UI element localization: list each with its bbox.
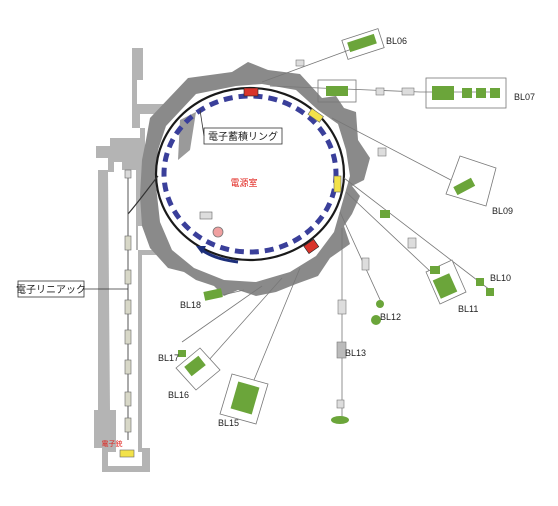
linac-label-text: 電子リニアック [16,284,86,296]
bl12-endstation [361,257,384,325]
bl16-bl17-endstations [175,347,221,391]
ring-label-text: 電子蓄積リング [208,130,278,143]
bl07-label: BL07 [514,92,535,102]
bl06-endstation [295,28,385,67]
beamline-paths [181,45,500,418]
rf-cavity-bottom [303,238,320,254]
bl07-endstation [317,77,507,109]
bl06-label: BL06 [386,36,407,46]
linac [119,169,135,458]
bl10-bl11-endstations [380,210,494,305]
electron-gun-box [119,449,135,458]
storage-ring [127,86,346,440]
bl18-label: BL18 [180,300,201,310]
undulator-2 [333,175,342,193]
bl11-label: BL11 [458,304,478,314]
bl15-endstation [219,373,269,425]
bl09-label: BL09 [492,206,513,216]
bl16-label: BL16 [168,390,189,400]
rf-cavity-top [243,87,259,97]
bl18-endstation [203,288,223,301]
linac-label: 電子リニアック [16,280,128,298]
bl13-label: BL13 [345,348,366,358]
power-room-label: 電源室 [230,177,257,189]
ring-label: 電子蓄積リング [199,109,283,145]
bl10-label: BL10 [490,273,511,283]
electron-gun-label: 電子銃 [102,439,123,448]
bl15-label: BL15 [218,418,239,428]
undulator-1 [307,108,324,123]
bl12-label: BL12 [380,312,401,322]
bl13-endstation [331,299,349,424]
bl09-endstation [377,147,497,207]
bl17-label: BL17 [158,353,179,363]
